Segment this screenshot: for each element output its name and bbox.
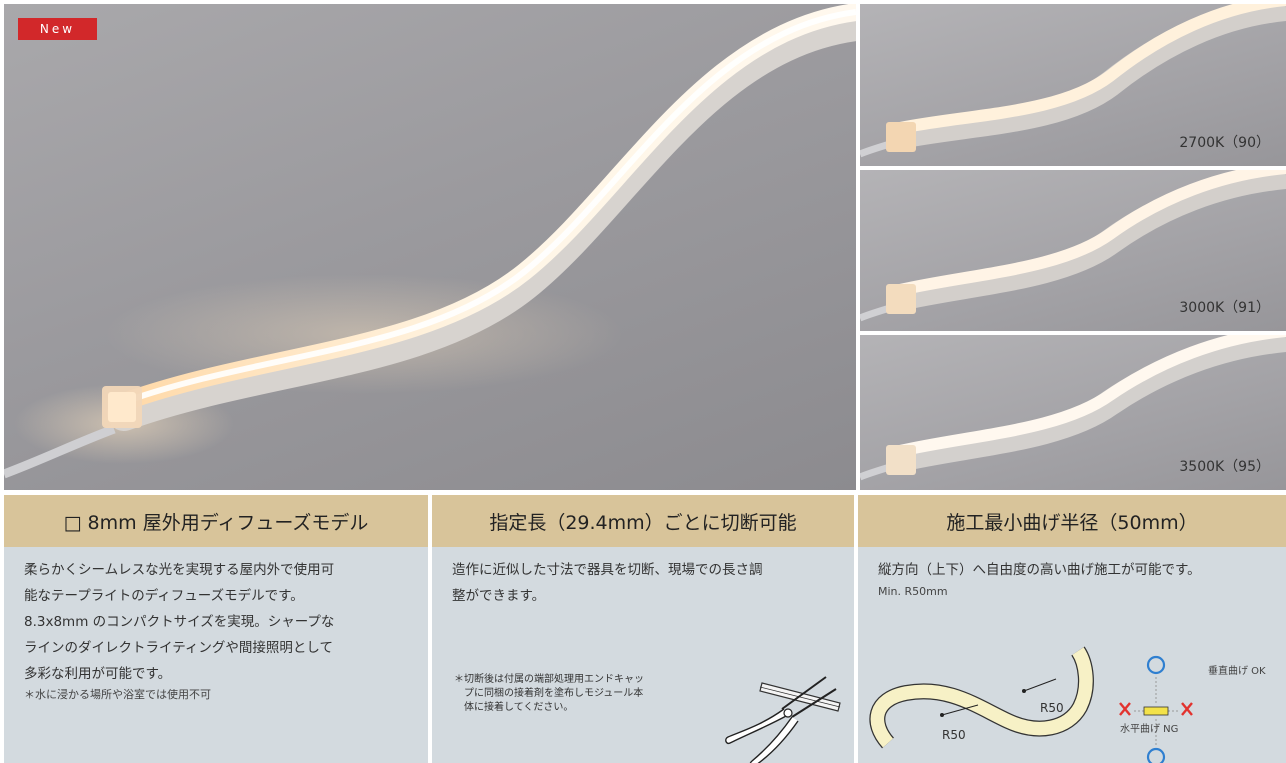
cut-note-line: プに同梱の接着剤を塗布しモジュール本 (454, 688, 644, 699)
led-strip-variant-illustration (860, 170, 1286, 322)
led-strip-variant-illustration (860, 4, 1286, 158)
variant-3500k: 3500K（95） (860, 335, 1286, 490)
ng-cross-icon (1119, 702, 1131, 716)
feature-title: 施工最小曲げ半径（50mm） (858, 495, 1286, 547)
feature-title: 指定長（29.4mm）ごとに切断可能 (432, 495, 854, 547)
feature-line: ラインのダイレクトライティングや間接照明として (24, 640, 334, 656)
feature-bend-radius: 施工最小曲げ半径（50mm） 縦方向（上下）へ自由度の高い曲げ施工が可能です。 … (858, 495, 1286, 763)
ok-circle-icon (1146, 655, 1166, 675)
feature-title: □ 8mm 屋外用ディフューズモデル (4, 495, 428, 547)
feature-cuttable: 指定長（29.4mm）ごとに切断可能 造作に近似した寸法で器具を切断、現場での長… (432, 495, 854, 763)
cut-note: ＊切断後は付属の端部処理用エンドキャッ プに同梱の接着剤を塗布しモジュール本 体… (454, 673, 724, 715)
radius-label: R50 (942, 728, 966, 742)
variant-2700k: 2700K（90） (860, 4, 1286, 166)
feature-line: 8.3x8mm のコンパクトサイズを実現。シャープな (24, 614, 335, 630)
variant-3000k: 3000K（91） (860, 170, 1286, 331)
feature-body: 縦方向（上下）へ自由度の高い曲げ施工が可能です。 Min. R50mm R50 … (858, 547, 1286, 763)
ng-cross-icon (1181, 702, 1193, 716)
ok-circle-icon (1146, 747, 1166, 763)
feature-line: 能なテープライトのディフューズモデルです。 (24, 588, 304, 604)
vertical-ok-label: 垂直曲げ OK (1208, 666, 1266, 677)
variant-label: 3500K（95） (1179, 459, 1270, 475)
led-strip-hero-illustration (4, 4, 856, 479)
feature-body: 造作に近似した寸法で器具を切断、現場での長さ調 整ができます。 ＊切断後は付属の… (432, 547, 854, 763)
feature-diffuse-model: □ 8mm 屋外用ディフューズモデル 柔らかくシームレスな光を実現する屋内外で使… (4, 495, 428, 763)
feature-line: 整ができます。 (452, 588, 546, 604)
feature-body: 柔らかくシームレスな光を実現する屋内外で使用可 能なテープライトのディフューズモ… (4, 547, 428, 763)
led-strip-variant-illustration (860, 335, 1286, 481)
variant-label: 2700K（90） (1179, 135, 1270, 151)
bend-radius-diagram (869, 646, 1094, 749)
cut-note-line: ＊切断後は付属の端部処理用エンドキャッ (454, 674, 644, 685)
horizontal-ng-label: 水平曲げ NG (1120, 724, 1179, 735)
feature-line: 柔らかくシームレスな光を実現する屋内外で使用可 (24, 562, 335, 578)
feature-note: ＊水に浸かる場所や浴室では使用不可 (24, 688, 211, 701)
cutting-pliers-icon (725, 676, 841, 763)
feature-line: 造作に近似した寸法で器具を切断、現場での長さ調 (452, 562, 763, 578)
cut-note-line: 体に接着してください。 (454, 702, 574, 713)
variant-label: 3000K（91） (1179, 300, 1270, 316)
new-badge: New (18, 18, 97, 40)
feature-line: 縦方向（上下）へ自由度の高い曲げ施工が可能です。 (878, 562, 1201, 578)
min-radius-label: Min. R50mm (878, 585, 948, 598)
feature-line: 多彩な利用が可能です。 (24, 666, 172, 682)
radius-label: R50 (1040, 701, 1064, 715)
bend-direction-diagram (1119, 655, 1193, 763)
hero-image: New (4, 4, 856, 490)
